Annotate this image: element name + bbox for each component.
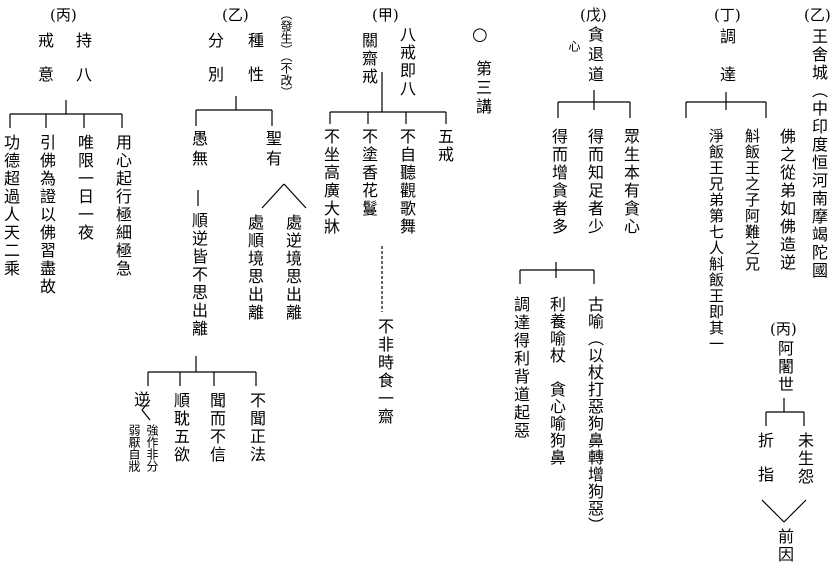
tantui-note: 心 [567, 40, 581, 52]
bing-item-2: 唯限一日一夜 [75, 134, 94, 242]
yu-wu: 愚無 [189, 130, 208, 170]
bing-col-1: 持八 [73, 32, 92, 100]
sheng-sub-1: 處逆境思出離 [283, 214, 302, 322]
wu-item-1: 眾生本有貪心 [621, 128, 640, 236]
tiaoda-title: 調達 [717, 28, 736, 104]
jia-col-1: 八戒即八 [397, 26, 416, 98]
section-label-ding: (丁) [714, 6, 741, 24]
jia-col-2: 關齋戒 [359, 32, 378, 86]
wu-sub-1: 古喻（以杖打惡狗鼻轉增狗惡） [585, 296, 604, 534]
jia-item-3: 不塗香花鬘 [359, 128, 378, 218]
yi-side-note: （發生）（不改） [279, 8, 293, 98]
yu-detail: 順逆皆不思出離 [189, 212, 208, 338]
wangshe-city-title: 王舍城（中印度恒河南摩竭陀國 [809, 28, 828, 280]
bing-item-3: 引佛為證以佛習盡故 [37, 134, 56, 296]
ni-sub-1: 強作非分 [145, 424, 159, 472]
ajase-right-branch: 未生怨 [795, 432, 814, 486]
yi-col-1: 種性 [245, 32, 264, 100]
section-label-yi-left: (乙) [222, 6, 249, 24]
ni-sub-2: 弱厭自戕 [127, 424, 141, 472]
jia-item-1: 五戒 [435, 128, 454, 164]
tiaoda-text-3: 淨飯王兄弟第七人斛飯王即其一 [707, 128, 725, 352]
jia-item-4: 不坐高廣大牀 [321, 128, 340, 236]
bing-item-1: 用心起行極細極急 [113, 134, 132, 278]
wu-sub-2: 利養喻杖 貪心喻狗鼻 [547, 296, 566, 466]
sheng-sub-2: 處順境思出離 [245, 214, 264, 322]
lecture-circle: ○ [472, 24, 488, 45]
wu-item-3: 得而增貪者多 [549, 128, 568, 236]
jia-item-2: 不自聽觀歌舞 [397, 128, 416, 236]
wu-sub-3: 調達得利背道起惡 [511, 296, 530, 440]
yi-col-2: 分別 [205, 32, 224, 100]
bing-item-4: 功德超過人天二乘 [1, 134, 20, 278]
ajase-left-branch: 折指 [755, 432, 774, 500]
ni-label: 逆 [134, 390, 151, 409]
section-label-jia: (甲) [372, 6, 399, 24]
tantui-title: 貪退道 [585, 26, 604, 86]
yu-item-3: 順耽五欲 [171, 392, 190, 464]
sheng-you: 聖有 [263, 130, 282, 170]
section-label-wu: (戊) [580, 6, 607, 24]
lecture-title: 第三講 [473, 60, 492, 117]
tiaoda-text-2: 斛飯王之子阿難之兄 [743, 128, 761, 272]
tiaoda-text-1: 佛之從弟如佛造逆 [777, 128, 796, 272]
section-label-bing-left: (丙) [50, 6, 77, 24]
yu-item-2: 聞而不信 [207, 392, 226, 464]
section-label-yi-right: (乙) [804, 6, 831, 24]
ajase-bottom: 前因 [775, 528, 794, 564]
jia-extra: 不非時食一齋 [375, 318, 394, 426]
ajase-name: 阿闍世 [775, 340, 794, 394]
section-label-bing-ajase: (丙) [770, 320, 797, 338]
wu-item-2: 得而知足者少 [585, 128, 604, 236]
yu-item-1: 不聞正法 [247, 392, 266, 464]
bing-col-2: 戒意 [35, 32, 54, 100]
